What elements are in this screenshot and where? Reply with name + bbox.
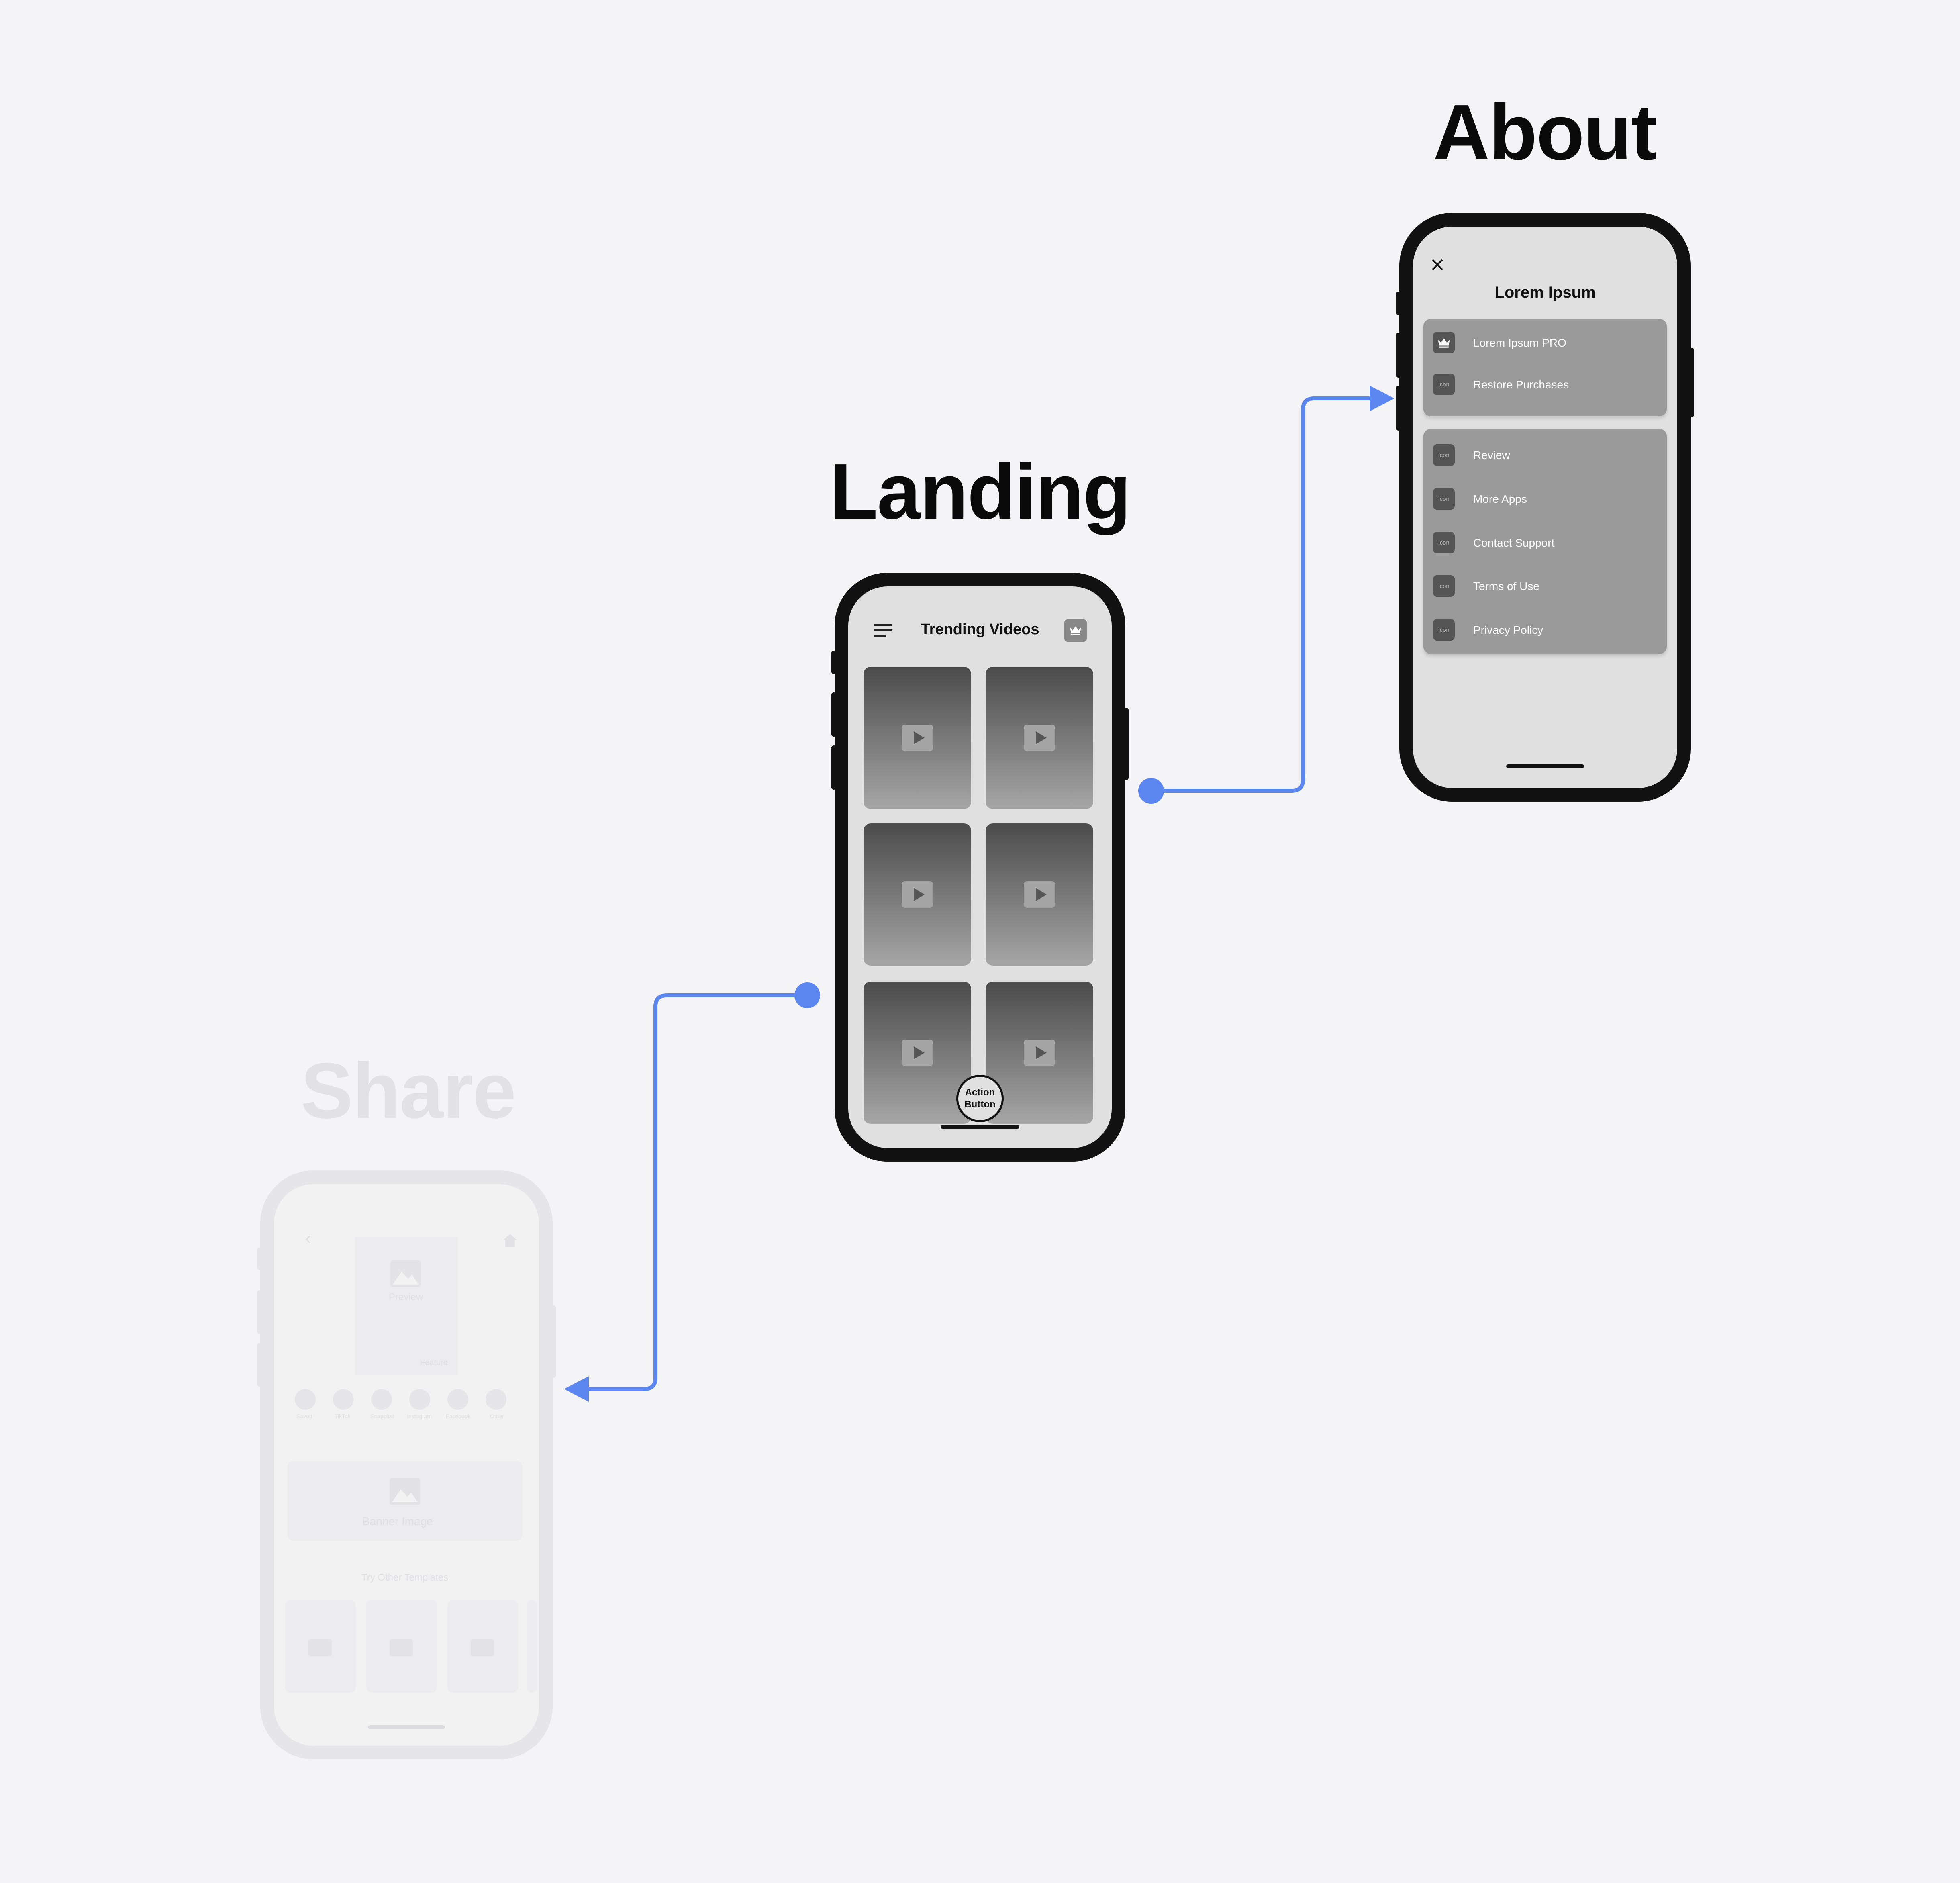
share-target-facebook[interactable] bbox=[447, 1389, 468, 1410]
connector-landing-to-share bbox=[582, 993, 807, 1391]
play-icon bbox=[902, 725, 933, 751]
landing-phone-frame: Trending Videos Action Button bbox=[835, 573, 1125, 1162]
crown-icon bbox=[1070, 626, 1081, 635]
preview-label: Preview bbox=[389, 1292, 423, 1303]
action-button[interactable]: Action Button bbox=[956, 1075, 1004, 1122]
video-thumbnail[interactable] bbox=[986, 667, 1093, 809]
banner-image-label: Banner Image bbox=[362, 1515, 433, 1528]
share-target-other[interactable] bbox=[486, 1389, 506, 1410]
video-thumbnail[interactable] bbox=[864, 982, 971, 1124]
close-icon[interactable] bbox=[1431, 259, 1443, 271]
connector-landing-to-about bbox=[1151, 396, 1374, 793]
template-tile[interactable] bbox=[366, 1600, 437, 1693]
menu-item-label: Lorem Ipsum PRO bbox=[1473, 337, 1566, 349]
templates-label: Try Other Templates bbox=[361, 1572, 449, 1583]
share-target-label: Other bbox=[490, 1413, 504, 1419]
home-icon[interactable] bbox=[502, 1233, 518, 1248]
side-button bbox=[831, 745, 836, 790]
home-indicator bbox=[1506, 764, 1584, 768]
template-tile-partial[interactable] bbox=[527, 1600, 537, 1693]
crown-pro-button[interactable] bbox=[1064, 619, 1087, 642]
action-button-label-line2: Button bbox=[964, 1099, 996, 1110]
generic-icon: icon bbox=[1433, 488, 1455, 510]
side-button bbox=[1396, 333, 1401, 378]
video-thumbnail[interactable] bbox=[986, 823, 1093, 966]
about-screen-title: About bbox=[1433, 88, 1657, 176]
menu-item-label: Restore Purchases bbox=[1473, 378, 1569, 391]
home-indicator bbox=[368, 1725, 445, 1729]
share-target-label: Facebook bbox=[446, 1413, 471, 1419]
share-screen-title: Share bbox=[300, 1047, 517, 1135]
about-header-title: Lorem Ipsum bbox=[1494, 284, 1596, 301]
preview-card: Preview Feature bbox=[355, 1237, 458, 1375]
home-indicator bbox=[941, 1125, 1019, 1129]
share-target-saved[interactable] bbox=[295, 1389, 316, 1410]
landing-header-title: Trending Videos bbox=[921, 621, 1039, 638]
about-phone-frame: Lorem Ipsum Lorem Ipsum PRO icon Restore… bbox=[1399, 213, 1691, 802]
image-placeholder-icon bbox=[390, 1478, 420, 1505]
back-chevron-icon[interactable]: ‹ bbox=[305, 1228, 311, 1248]
action-button-label-line1: Action bbox=[965, 1087, 995, 1098]
feature-caption: Feature bbox=[420, 1358, 448, 1367]
hamburger-menu-icon[interactable] bbox=[873, 623, 894, 639]
share-target-snapchat[interactable] bbox=[371, 1389, 392, 1410]
side-button bbox=[257, 1290, 262, 1334]
landing-screen-title: Landing bbox=[829, 447, 1131, 535]
share-target-instagram[interactable] bbox=[409, 1389, 430, 1410]
share-target-label: Instagram bbox=[407, 1413, 432, 1419]
crown-icon bbox=[1433, 332, 1455, 353]
pro-menu-card: Lorem Ipsum PRO icon Restore Purchases bbox=[1423, 319, 1667, 416]
info-menu-card: icon Review icon More Apps icon Contact … bbox=[1423, 429, 1667, 654]
side-button bbox=[257, 1248, 262, 1270]
menu-item-label: More Apps bbox=[1473, 493, 1527, 505]
menu-item-label: Review bbox=[1473, 449, 1510, 462]
side-button bbox=[257, 1343, 262, 1387]
connector-start-dot-share bbox=[794, 982, 820, 1008]
side-button bbox=[1396, 292, 1401, 315]
template-tile[interactable] bbox=[447, 1600, 518, 1693]
play-icon bbox=[902, 881, 933, 908]
image-placeholder-icon bbox=[390, 1260, 421, 1287]
share-target-tiktok[interactable] bbox=[333, 1389, 354, 1410]
menu-item-label: Contact Support bbox=[1473, 537, 1555, 549]
share-target-label: TikTok bbox=[335, 1413, 351, 1419]
generic-icon: icon bbox=[1433, 444, 1455, 466]
connector-start-dot-about bbox=[1138, 778, 1164, 804]
play-icon bbox=[902, 1040, 933, 1066]
play-icon bbox=[1024, 1040, 1055, 1066]
generic-icon: icon bbox=[1433, 575, 1455, 597]
generic-icon: icon bbox=[1433, 619, 1455, 641]
play-icon bbox=[1024, 725, 1055, 751]
menu-item-label: Terms of Use bbox=[1473, 580, 1539, 592]
share-phone-frame: ‹ Preview Feature Saved TikTok Snapchat … bbox=[260, 1170, 553, 1759]
side-button bbox=[551, 1305, 556, 1378]
side-button bbox=[1396, 386, 1401, 431]
side-button bbox=[831, 651, 836, 674]
video-thumbnail[interactable] bbox=[864, 823, 971, 966]
share-target-label: Saved bbox=[296, 1413, 312, 1419]
side-button bbox=[1689, 348, 1694, 417]
generic-icon: icon bbox=[1433, 532, 1455, 553]
banner-image-card[interactable]: Banner Image bbox=[288, 1461, 522, 1541]
arrow-head-share bbox=[564, 1376, 589, 1402]
template-tile[interactable] bbox=[285, 1600, 356, 1693]
arrow-head-about bbox=[1370, 386, 1394, 411]
play-icon bbox=[1024, 881, 1055, 908]
side-button bbox=[831, 692, 836, 737]
menu-item-label: Privacy Policy bbox=[1473, 624, 1544, 636]
video-thumbnail[interactable] bbox=[864, 667, 971, 809]
generic-icon: icon bbox=[1433, 374, 1455, 395]
side-button bbox=[1124, 708, 1129, 780]
share-target-label: Snapchat bbox=[370, 1413, 394, 1419]
